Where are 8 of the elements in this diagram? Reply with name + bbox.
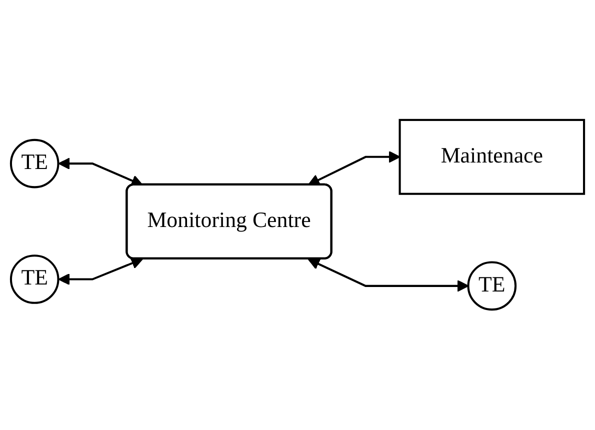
node-circle: TE: [10, 254, 60, 304]
arrow: [308, 151, 400, 186]
arrow: [58, 258, 144, 286]
node-box: Maintenace: [398, 119, 586, 196]
node-circle: TE: [10, 139, 60, 188]
arrow: [308, 258, 469, 292]
node-circle: TE: [467, 262, 517, 311]
arrow: [58, 158, 144, 187]
